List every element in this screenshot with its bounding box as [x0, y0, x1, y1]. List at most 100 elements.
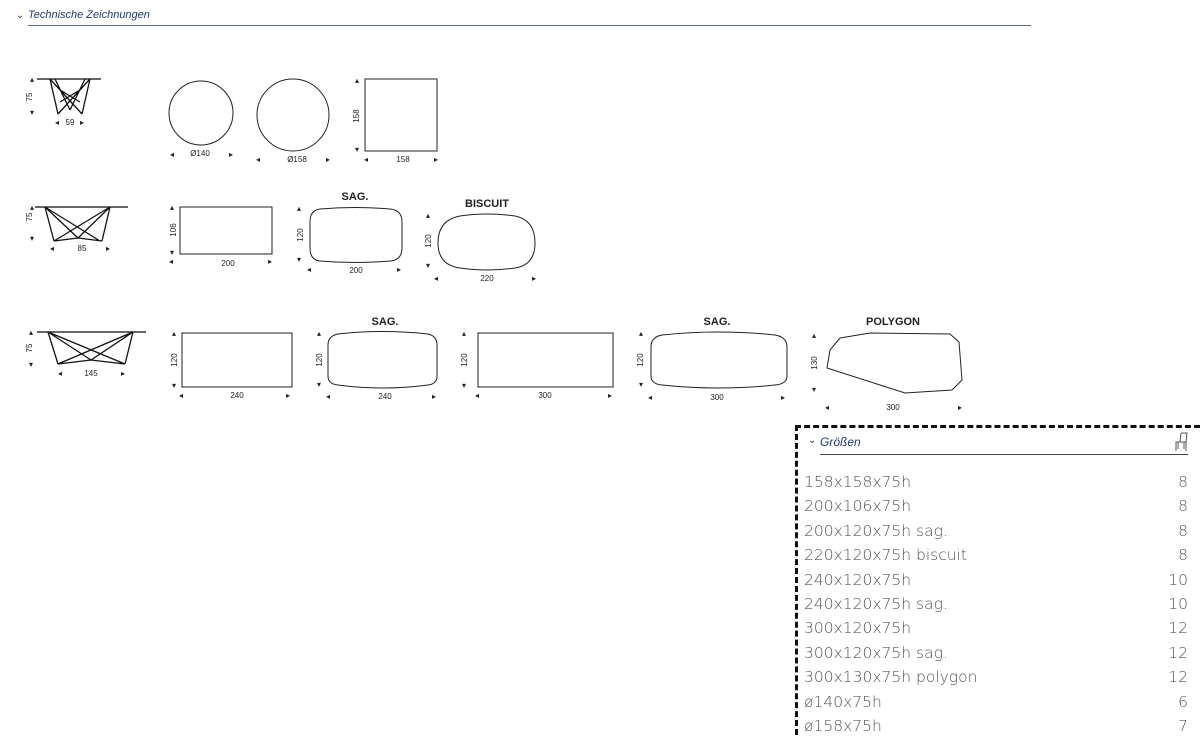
size-label: 158x158x75h	[804, 473, 912, 491]
arrow-down-icon: ▾	[30, 108, 34, 117]
width-label: 220	[480, 274, 494, 283]
svg-text:◂: ◂	[475, 391, 479, 400]
size-list-item: 158x158x75h 8	[804, 472, 1188, 496]
width-label: 240	[378, 392, 392, 401]
size-label: 300x120x75h sag.	[804, 643, 948, 662]
svg-text:▸: ▸	[532, 274, 536, 283]
shape-label: SAG.	[704, 316, 731, 328]
svg-text:▴: ▴	[462, 329, 466, 338]
height-label: 106	[169, 223, 178, 237]
height-label: 120	[424, 234, 433, 248]
seat-count: 8	[1178, 473, 1188, 491]
height-label: 130	[810, 356, 819, 370]
size-label: 200x106x75h	[804, 497, 912, 516]
svg-text:▾: ▾	[426, 261, 430, 270]
width-label: 200	[349, 266, 363, 275]
svg-text:◂: ◂	[256, 155, 260, 164]
width-label: Ø140	[190, 149, 210, 158]
width-label: 300	[886, 403, 900, 412]
svg-text:◂: ◂	[58, 369, 62, 378]
top-polygon-300x130: POLYGON 130 ▴▾ 300 ◂▸	[810, 316, 963, 412]
base-width-label: 59	[66, 118, 75, 127]
base-legs	[49, 78, 91, 115]
row3-base-drawing: 75 ▴▾ 145 ◂▸	[25, 328, 146, 378]
svg-text:▸: ▸	[781, 393, 785, 402]
svg-text:◂: ◂	[364, 155, 368, 164]
svg-text:▴: ▴	[170, 203, 174, 212]
top-round-140: Ø140 ◂▸	[168, 80, 234, 159]
svg-text:▴: ▴	[639, 329, 643, 338]
svg-text:▸: ▸	[434, 155, 438, 164]
top-sag-300x120: SAG. 120 ▴▾ 300 ◂▸	[636, 316, 788, 402]
arrow-left-icon: ◂	[55, 118, 59, 127]
sizes-divider	[820, 454, 1188, 455]
shape-label: SAG.	[372, 316, 399, 328]
width-label: 240	[230, 391, 244, 400]
size-label: 300x120x75h	[804, 619, 912, 638]
svg-text:▸: ▸	[608, 391, 612, 400]
width-label: Ø158	[287, 155, 307, 164]
svg-text:◂: ◂	[648, 393, 652, 402]
svg-text:▸: ▸	[121, 369, 125, 378]
technical-drawings-header[interactable]: ⌄ Technische Zeichnungen	[16, 9, 1031, 26]
svg-text:▾: ▾	[30, 234, 34, 243]
seat-count: 12	[1168, 643, 1188, 662]
header-divider	[28, 25, 1031, 26]
svg-text:▸: ▸	[106, 244, 110, 253]
seat-count: 10	[1168, 594, 1188, 613]
svg-text:▾: ▾	[639, 380, 643, 389]
svg-text:▾: ▾	[462, 381, 466, 390]
svg-text:▴: ▴	[355, 76, 359, 85]
seat-count: 7	[1178, 716, 1188, 735]
shape-label: POLYGON	[866, 316, 920, 328]
svg-text:▾: ▾	[355, 145, 359, 154]
seat-count: 12	[1168, 668, 1188, 687]
top-sag-200x120: SAG. 120 ▴▾ 200 ◂▸	[296, 191, 403, 275]
svg-text:▴: ▴	[812, 331, 816, 340]
seat-count: 8	[1178, 497, 1188, 516]
top-rect-240x120: 120 ▴▾ 240 ◂▸	[170, 329, 293, 400]
svg-text:▴: ▴	[426, 211, 430, 220]
chevron-down-icon[interactable]: ⌄	[808, 435, 817, 446]
svg-text:▴: ▴	[172, 329, 176, 338]
svg-text:◂: ◂	[307, 265, 311, 274]
top-square-158: 158 ▴ ▾ 158 ◂ ▸	[352, 76, 438, 164]
size-label: 200x120x75h sag.	[804, 521, 948, 540]
top-rect-200x106: 106 ▴▾ 200 ◂▸	[169, 203, 273, 268]
height-label: 120	[315, 353, 324, 367]
width-label: 300	[538, 391, 552, 400]
top-sag-240x120: SAG. 120 ▴▾ 240 ◂▸	[315, 316, 438, 401]
seat-count: 8	[1178, 546, 1188, 565]
size-list-item: 200x120x75h sag.8	[804, 521, 1188, 545]
chair-icon	[1175, 432, 1188, 451]
size-label: 240x120x75h sag.	[804, 594, 948, 613]
sizes-header[interactable]: ⌄ Größen	[808, 432, 1188, 455]
section-title: Technische Zeichnungen	[28, 9, 150, 21]
svg-text:▾: ▾	[172, 381, 176, 390]
svg-text:▴: ▴	[30, 203, 34, 212]
svg-text:◂: ◂	[179, 391, 183, 400]
base-width-label: 145	[84, 369, 98, 378]
base-height-label: 75	[25, 343, 34, 352]
shape-label: BISCUIT	[465, 198, 509, 210]
svg-text:▴: ▴	[317, 329, 321, 338]
technical-drawings: 75 ▴ ▾ 59 ◂ ▸ Ø140 ◂▸ Ø158 ◂▸ 158 ▴▾ 158…	[25, 75, 963, 412]
arrow-right-icon: ▸	[80, 118, 84, 127]
width-label: 158	[396, 155, 410, 164]
base-height-label: 75	[25, 92, 34, 101]
top-round-158: Ø158 ◂▸	[256, 78, 330, 164]
svg-text:▸: ▸	[268, 257, 272, 266]
height-label: 158	[352, 109, 361, 123]
top-rect-300x120: 120 ▴▾ 300 ◂▸	[460, 329, 614, 400]
svg-text:▾: ▾	[170, 248, 174, 257]
svg-text:▸: ▸	[229, 150, 233, 159]
svg-text:▸: ▸	[397, 265, 401, 274]
chevron-down-icon[interactable]: ⌄	[16, 10, 25, 21]
